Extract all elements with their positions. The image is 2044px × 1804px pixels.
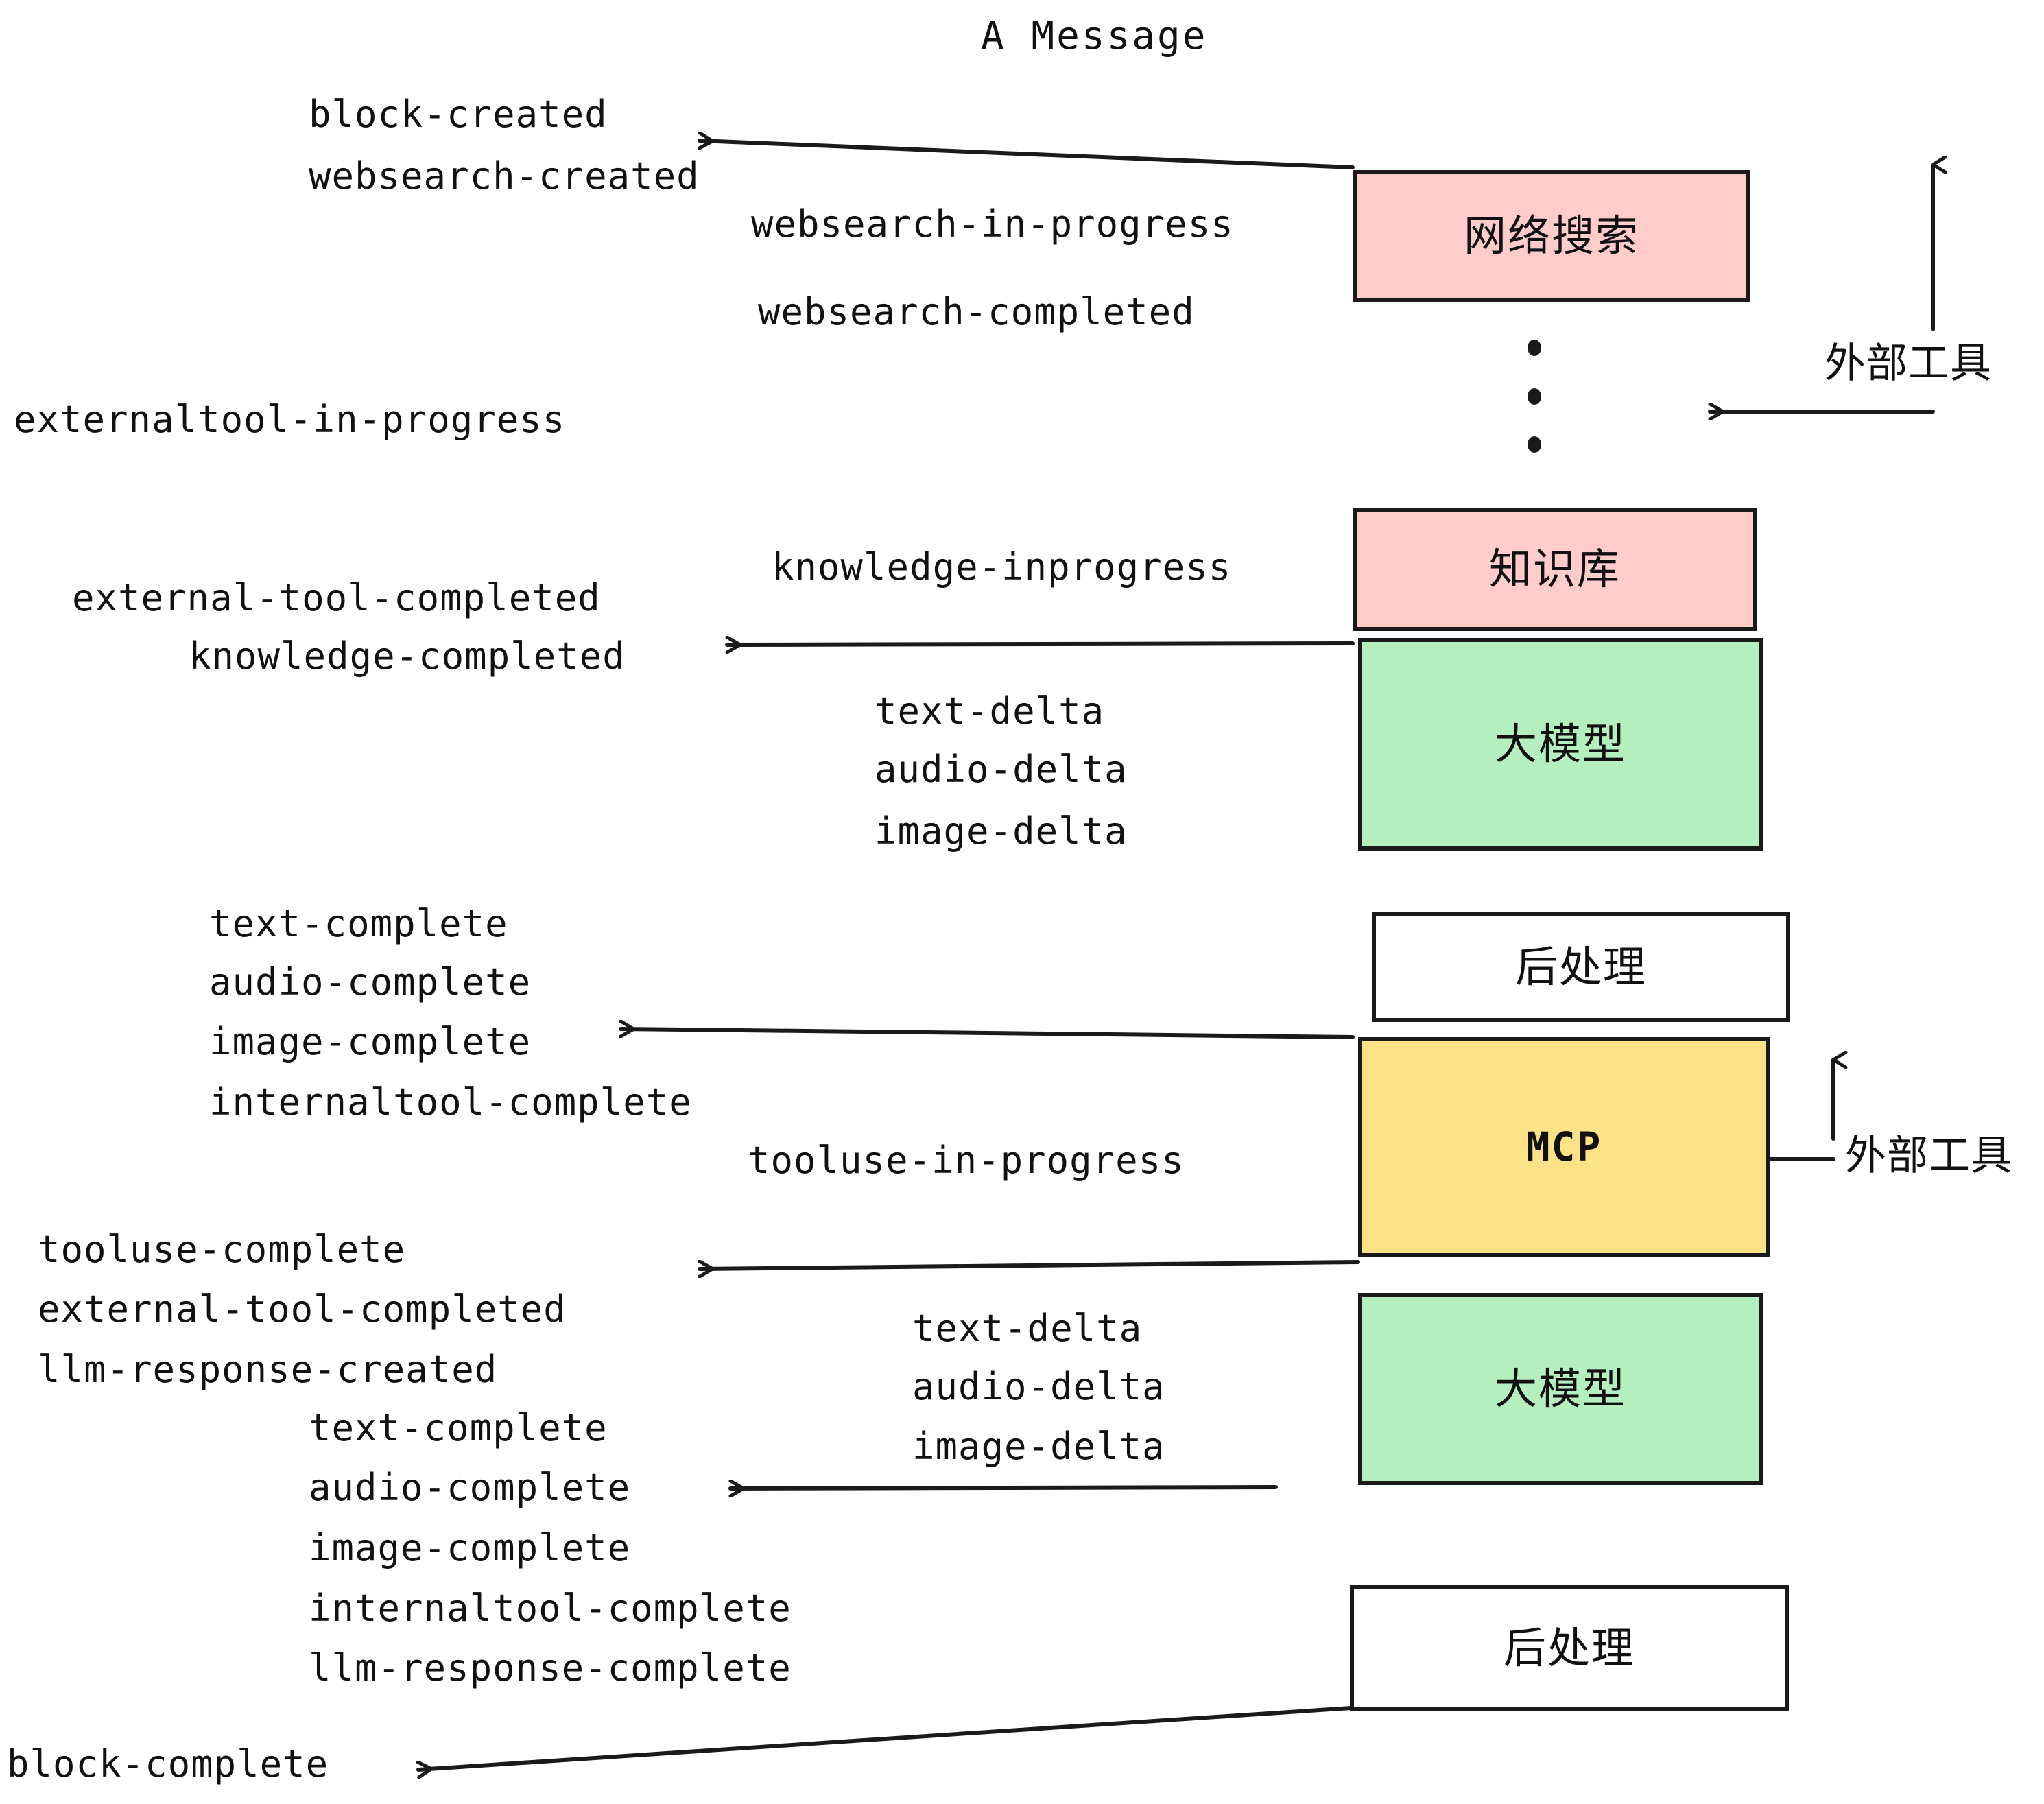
node-postprocess-2-label: 后处理 (1503, 1622, 1635, 1673)
event-tooluse-complete: tooluse-complete (38, 1228, 406, 1271)
event-audio-delta-1: audio-delta (875, 748, 1128, 791)
event-image-delta-2: image-delta (912, 1425, 1165, 1468)
node-knowledge[interactable]: 知识库 (1353, 508, 1757, 631)
event-external-tool-completed-2: external-tool-completed (38, 1287, 567, 1331)
node-websearch-label: 网络搜索 (1463, 211, 1639, 261)
arrow-postprocess2-to-blockcomplete (418, 1706, 1353, 1770)
event-internaltool-complete-1: internaltool-complete (209, 1080, 692, 1124)
event-tooluse-in-progress: tooluse-in-progress (748, 1139, 1185, 1182)
arrow-llm2-to-audiocomplete (728, 1487, 1278, 1488)
node-llm-1-label: 大模型 (1494, 719, 1626, 769)
ellipsis-dots (1526, 340, 1543, 453)
event-text-delta-2: text-delta (912, 1307, 1143, 1350)
arrow-knowledge-to-completed (725, 643, 1355, 645)
event-external-tool-completed-1: external-tool-completed (72, 576, 601, 619)
node-postprocess-1-label: 后处理 (1514, 942, 1647, 992)
node-mcp-label: MCP (1525, 1124, 1602, 1170)
node-postprocess-1[interactable]: 后处理 (1372, 912, 1790, 1022)
page-title: A Message (981, 14, 1208, 58)
event-knowledge-completed: knowledge-completed (189, 634, 626, 678)
arrow-postprocess1-to-imagecomplete (619, 1029, 1355, 1039)
event-image-delta-1: image-delta (875, 809, 1128, 853)
event-websearch-completed: websearch-completed (758, 290, 1195, 333)
node-knowledge-label: 知识库 (1488, 544, 1621, 594)
label-external-tools-top: 外部工具 (1825, 340, 1992, 388)
node-websearch[interactable]: 网络搜索 (1353, 170, 1750, 302)
event-audio-complete-2: audio-complete (309, 1466, 631, 1509)
event-text-complete-2: text-complete (309, 1406, 608, 1449)
arrow-mcp-to-tooluse (698, 1262, 1360, 1269)
event-image-complete-1: image-complete (209, 1020, 532, 1063)
event-websearch-in-progress: websearch-in-progress (751, 202, 1234, 246)
event-block-created: block-created (309, 93, 608, 136)
event-block-complete: block-complete (7, 1742, 329, 1785)
node-postprocess-2[interactable]: 后处理 (1350, 1585, 1789, 1711)
event-llm-response-created: llm-response-created (38, 1348, 498, 1391)
label-external-tools-bottom: 外部工具 (1845, 1132, 2012, 1180)
event-audio-delta-2: audio-delta (912, 1365, 1165, 1408)
event-text-complete-1: text-complete (209, 902, 508, 945)
node-llm-2-label: 大模型 (1494, 1364, 1626, 1414)
node-llm-2[interactable]: 大模型 (1358, 1293, 1763, 1485)
event-knowledge-inprogress: knowledge-inprogress (772, 545, 1232, 589)
event-websearch-created: websearch-created (309, 154, 700, 198)
event-internaltool-complete-2: internaltool-complete (309, 1587, 792, 1630)
event-llm-response-complete: llm-response-complete (309, 1646, 792, 1689)
node-llm-1[interactable]: 大模型 (1358, 638, 1763, 851)
node-mcp[interactable]: MCP (1358, 1037, 1770, 1257)
event-externaltool-in-progress: externaltool-in-progress (14, 398, 566, 441)
event-audio-complete-1: audio-complete (209, 960, 532, 1004)
event-image-complete-2: image-complete (309, 1526, 631, 1569)
arrow-websearch-to-blockcreated (698, 141, 1355, 169)
event-text-delta-1: text-delta (875, 689, 1105, 733)
